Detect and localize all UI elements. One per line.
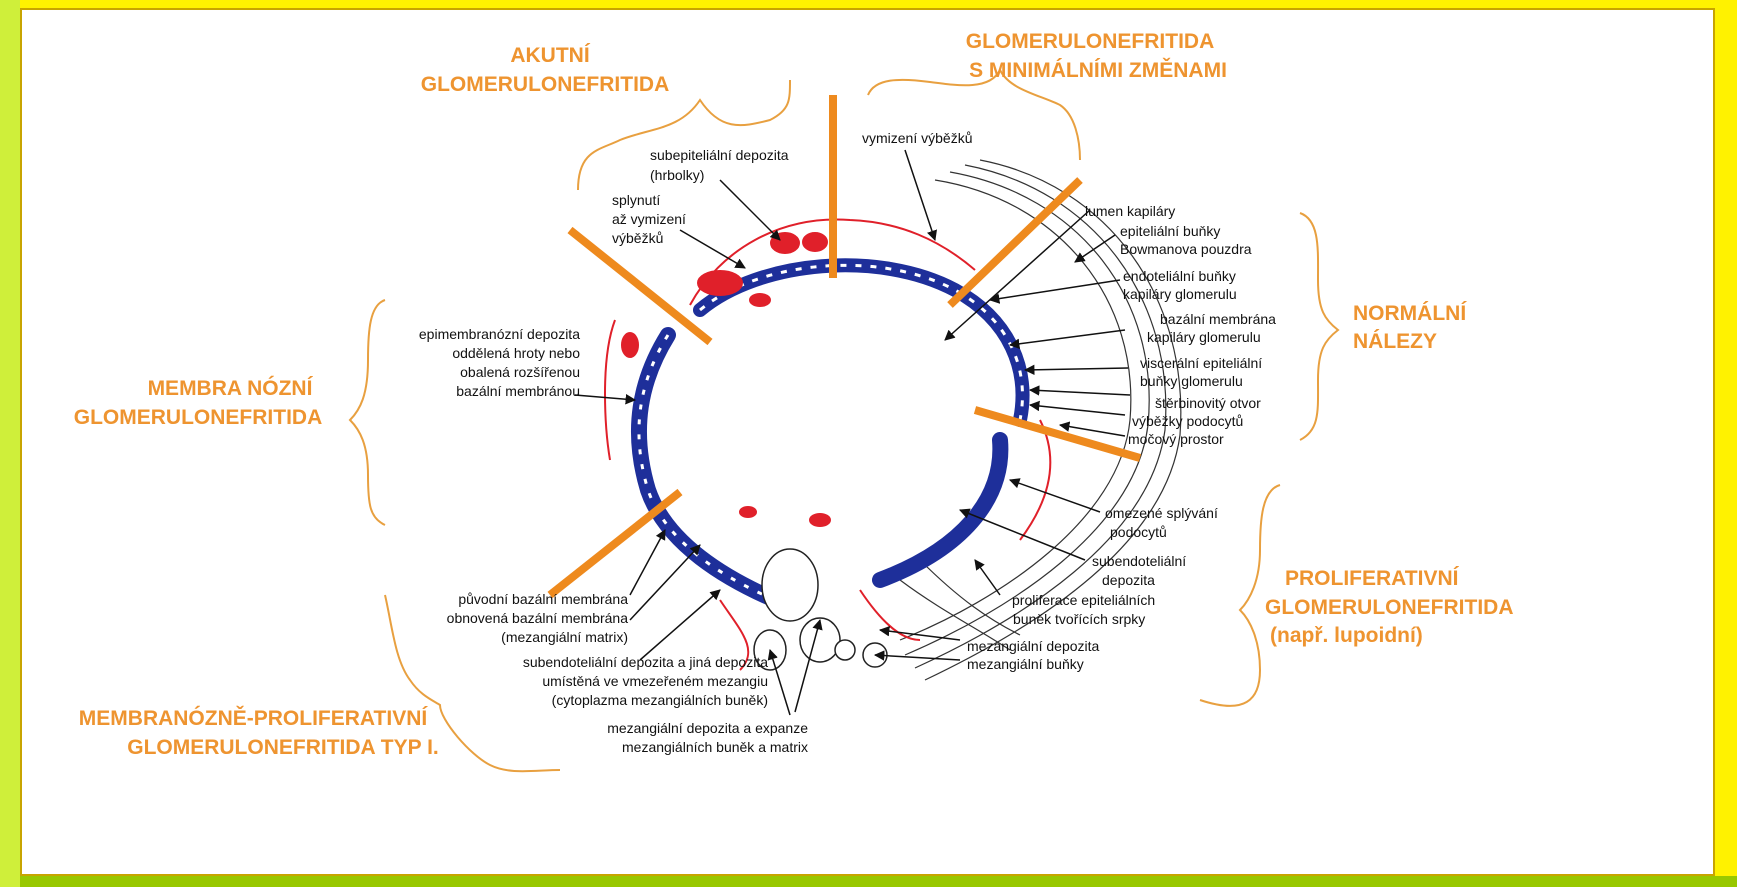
label-subendo-1: subendoteliální [1092, 553, 1186, 569]
section-headings: AKUTNÍ GLOMERULONEFRITIDA GLOMERULONEFRI… [74, 30, 1514, 759]
heading-mpgn-2: GLOMERULONEFRITIDA TYP I. [127, 736, 439, 759]
heading-proliferativni-2: GLOMERULONEFRITIDA [1265, 596, 1513, 619]
heading-proliferativni-1: PROLIFERATIVNÍ [1285, 567, 1460, 590]
label-epitel-bowman-2: Bowmanova pouzdra [1120, 241, 1252, 257]
label-epimembr-1: epimembranózní depozita [419, 326, 580, 342]
podocyte-deposits [605, 220, 1050, 670]
label-subendo-jina-1: subendoteliální depozita a jiná depozita [523, 654, 768, 670]
label-omezene-2: podocytů [1110, 524, 1167, 540]
label-vybezky: výběžky podocytů [1132, 413, 1243, 429]
label-splynuti-2: až vymizení [612, 211, 686, 227]
heading-mpgn-1: MEMBRANÓZNĚ-PROLIFERATIVNÍ [79, 706, 429, 730]
label-subepi-2: (hrbolky) [650, 167, 704, 183]
heading-membranozni-1: MEMBRA NÓZNÍ [148, 376, 314, 400]
label-epimembr-3: obalená rozšířenou [460, 364, 580, 380]
label-epimembr-4: bazální membránou [456, 383, 580, 399]
heading-minimal-2: S MINIMÁLNÍMI ZMĚNAMI [969, 58, 1227, 82]
label-lumen: lumen kapiláry [1085, 203, 1175, 219]
structure-labels: subepiteliální depozita (hrbolky) splynu… [419, 130, 1276, 755]
label-epimembr-2: oddělená hroty nebo [452, 345, 580, 361]
label-mez-expanze-2: mezangiálních buněk a matrix [622, 739, 808, 755]
label-bazalni-1: bazální membrána [1160, 311, 1276, 327]
label-vymizeni: vymizení výběžků [862, 130, 972, 146]
label-mez-bunky: mezangiální buňky [967, 656, 1084, 672]
label-subendo-jina-2: umístěná ve vmezeřeném mezangiu [542, 673, 768, 689]
label-puvodni: původní bazální membrána [458, 591, 628, 607]
basement-membrane [639, 265, 1023, 610]
label-endotel-1: endoteliální buňky [1123, 268, 1236, 284]
heading-minimal-1: GLOMERULONEFRITIDA [966, 30, 1214, 53]
label-obnovena-1: obnovená bazální membrána [447, 610, 629, 626]
label-subepi-1: subepiteliální depozita [650, 147, 789, 163]
label-mez-depozita: mezangiální depozita [967, 638, 1100, 654]
heading-normal-1: NORMÁLNÍ [1353, 302, 1467, 325]
label-sterbinovity: štěrbinovitý otvor [1155, 395, 1261, 411]
label-endotel-2: kapiláry glomerulu [1123, 286, 1237, 302]
mesangial-cells [754, 549, 887, 670]
label-prolif-epi-2: buněk tvořících srpky [1013, 611, 1145, 627]
label-splynuti-3: výběžků [612, 230, 663, 246]
label-visceralni-1: viscerální epiteliální [1140, 355, 1262, 371]
label-splynuti-1: splynutí [612, 192, 660, 208]
heading-membranozni-2: GLOMERULONEFRITIDA [74, 406, 322, 429]
heading-akutni-1: AKUTNÍ [510, 44, 590, 67]
label-omezene-1: omezené splývání [1105, 505, 1218, 521]
label-mez-expanze-1: mezangiální depozita a expanze [607, 720, 808, 736]
label-subendo-2: depozita [1102, 572, 1155, 588]
label-epitel-bowman-1: epiteliální buňky [1120, 223, 1220, 239]
label-subendo-jina-3: (cytoplazma mezangiálních buněk) [552, 692, 768, 708]
label-mocovy: močový prostor [1128, 431, 1224, 447]
label-prolif-epi-1: proliferace epiteliálních [1012, 592, 1155, 608]
label-bazalni-2: kapiláry glomerulu [1147, 329, 1261, 345]
label-visceralni-2: buňky glomerulu [1140, 373, 1243, 389]
heading-akutni-2: GLOMERULONEFRITIDA [421, 73, 669, 96]
heading-normal-2: NÁLEZY [1353, 330, 1437, 353]
heading-proliferativni-3: (např. lupoidní) [1270, 624, 1423, 647]
label-obnovena-2: (mezangiální matrix) [501, 629, 628, 645]
